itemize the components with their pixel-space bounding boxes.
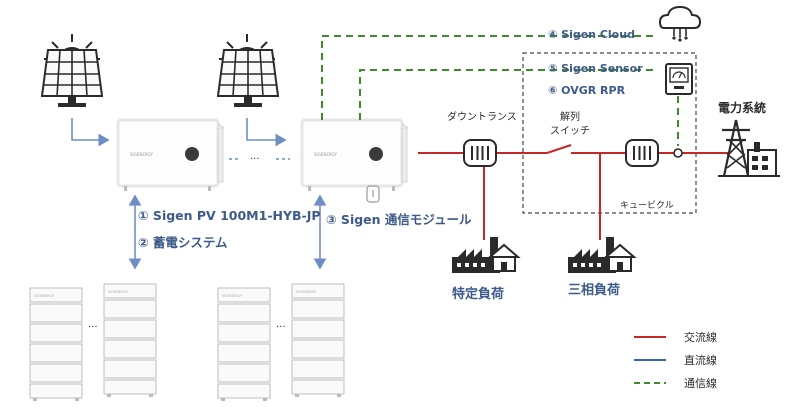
- sensor-meter-icon: [665, 63, 693, 95]
- ac-lines: [418, 144, 728, 240]
- cloud-label: ④ Sigen Cloud: [548, 28, 635, 41]
- comm-module-icon: [366, 185, 380, 203]
- specific-load-label: 特定負荷: [452, 286, 504, 302]
- pv-system-label: ① Sigen PV 100M1-HYB-JP: [138, 208, 321, 223]
- disconnect-label-1: 解列: [560, 110, 580, 123]
- ovgr-label: ⑥ OVGR RPR: [548, 84, 626, 97]
- legend: 交流線 直流線 通信線: [634, 330, 717, 390]
- power-grid-icon: [718, 119, 780, 177]
- legend-dc-label: 直流線: [684, 353, 717, 367]
- disconnect-label-2: スイッチ: [550, 125, 590, 137]
- battery-stack-4: [291, 283, 345, 398]
- comm-module-label: ③ Sigen 通信モジュール: [326, 212, 472, 227]
- battery-ellipsis-2: ···: [276, 322, 286, 333]
- cubicle-label: キュービクル: [620, 200, 674, 211]
- dots-between-inverters: ···: [250, 154, 260, 165]
- cloud-icon: [658, 5, 702, 42]
- cubicle-transformer-icon: [625, 139, 659, 167]
- solar-panel-1: [41, 33, 103, 108]
- comm-lines: [321, 35, 679, 146]
- storage-label: ② 蓄電システム: [138, 235, 228, 250]
- dc-lines: [71, 118, 327, 270]
- battery-stack-3: [217, 287, 271, 402]
- specific-load-factory-icon: [452, 237, 519, 273]
- battery-stack-1: [29, 287, 83, 402]
- legend-ac-label: 交流線: [684, 330, 717, 344]
- down-trans-label: ダウントランス: [447, 110, 517, 123]
- three-phase-load-factory-icon: [568, 237, 635, 273]
- three-phase-load-label: 三相負荷: [568, 282, 620, 298]
- down-transformer-icon: [463, 139, 497, 167]
- inverter-2: [300, 118, 410, 193]
- battery-stack-2: [103, 283, 157, 398]
- solar-panel-2: [217, 33, 279, 108]
- legend-comm-label: 通信線: [684, 376, 717, 390]
- sensor-label: ⑤ Sigen Sensor: [548, 62, 643, 75]
- battery-ellipsis-1: ···: [88, 322, 98, 333]
- sensor-node: [673, 148, 683, 158]
- inverter-1: [116, 118, 226, 193]
- cubicle-box: [522, 52, 697, 214]
- grid-label: 電力系統: [718, 100, 766, 115]
